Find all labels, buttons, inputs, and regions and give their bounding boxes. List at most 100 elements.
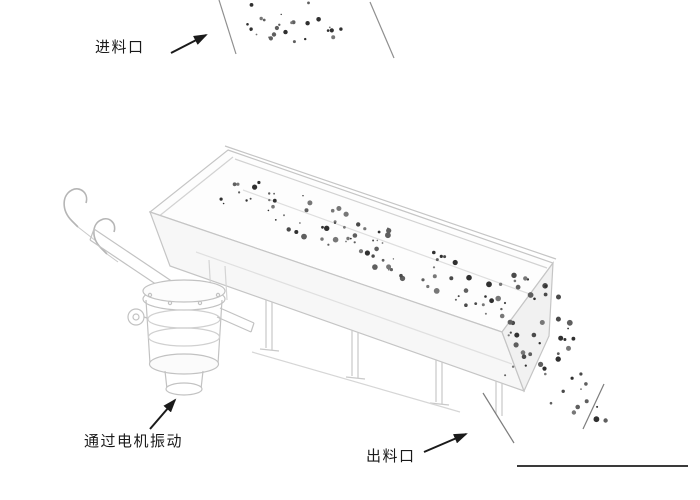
leg-1-foot xyxy=(259,348,280,352)
particle-dot xyxy=(567,327,569,330)
mount-beam-top xyxy=(93,228,177,285)
particle-dot xyxy=(498,282,503,286)
particle-dot xyxy=(504,374,507,377)
particle-dot xyxy=(484,312,487,315)
particle-dot xyxy=(271,204,275,209)
particle-dot xyxy=(353,241,356,244)
particle-dot xyxy=(495,295,502,302)
particle-dot xyxy=(584,382,588,386)
particle-dot xyxy=(575,404,580,410)
front-wall-stiffener xyxy=(195,251,513,365)
particle-dot xyxy=(481,303,485,307)
particle-dot xyxy=(544,284,548,288)
particle-dot xyxy=(521,354,527,360)
hook-hanger-line xyxy=(77,226,97,242)
particle-dot xyxy=(294,230,299,234)
particle-dot xyxy=(371,254,375,258)
particle-dot xyxy=(363,227,367,231)
particle-dot xyxy=(454,298,457,301)
motor-ring-1 xyxy=(147,309,221,329)
particle-dot xyxy=(292,40,296,44)
particle-dot xyxy=(245,199,248,202)
particle-dot xyxy=(593,416,600,423)
motor-side-cap-center xyxy=(132,313,140,321)
particle-dot xyxy=(435,258,439,262)
particle-dot xyxy=(484,295,487,298)
particle-dot xyxy=(219,197,223,201)
discharge-outlet-arrow-icon xyxy=(423,433,468,453)
particle-dot xyxy=(259,16,263,21)
particle-dot xyxy=(474,302,478,305)
trough-floor-junction xyxy=(242,189,539,298)
particle-dot xyxy=(432,266,436,269)
particle-dot xyxy=(386,264,392,270)
particle-dot xyxy=(509,331,512,334)
particle-dot xyxy=(433,288,440,294)
particle-dot xyxy=(507,319,513,325)
feed-inlet-label: 进料口 xyxy=(95,39,145,56)
particle-dot xyxy=(426,284,430,289)
bottom-rail xyxy=(251,351,461,413)
particle-dot xyxy=(307,200,313,206)
particle-dot xyxy=(538,361,544,367)
particle-dot xyxy=(252,184,258,190)
particle-dot xyxy=(268,192,271,195)
support-legs xyxy=(251,300,503,416)
particle-dot xyxy=(302,195,304,197)
particle-dot xyxy=(556,294,561,300)
hopper-right-wall-line xyxy=(369,1,395,59)
particle-dot xyxy=(555,356,561,362)
particle-dot xyxy=(421,278,425,282)
particle-dot xyxy=(304,37,307,41)
particle-dot xyxy=(286,227,291,232)
particle-dot xyxy=(299,222,301,224)
particle-dot xyxy=(331,35,336,40)
particle-dot xyxy=(274,25,279,31)
particle-dot xyxy=(386,228,392,234)
particle-dot xyxy=(330,208,335,213)
particle-dot xyxy=(570,376,574,380)
feed-inlet-arrow-icon xyxy=(170,34,208,54)
particle-dot xyxy=(524,364,527,367)
particle-dot xyxy=(321,225,324,229)
hopper-left-wall-line xyxy=(218,0,237,55)
particle-dot xyxy=(556,352,560,355)
particle-dot xyxy=(439,254,443,258)
hook-hanger-line-2 xyxy=(106,253,119,263)
particle-dot xyxy=(356,222,361,227)
particle-dot xyxy=(332,236,339,243)
feed-hopper xyxy=(218,0,395,59)
particle-dot xyxy=(274,219,277,221)
particle-dot xyxy=(542,366,547,371)
plate-bolt-2 xyxy=(215,292,221,298)
particle-dot xyxy=(272,198,277,203)
particle-dot xyxy=(511,272,517,278)
particle-dot xyxy=(603,418,608,423)
particle-dot xyxy=(520,350,526,355)
particle-dot xyxy=(301,233,307,240)
particle-dot xyxy=(372,239,375,242)
particle-dot xyxy=(463,288,469,293)
particle-dot xyxy=(316,17,321,22)
particle-dot xyxy=(268,36,273,41)
particle-dot xyxy=(307,1,310,5)
particle-dot xyxy=(538,342,541,345)
particle-dot xyxy=(511,365,515,368)
particle-dot xyxy=(381,258,385,262)
trough-discharge-end-panel xyxy=(501,261,554,393)
particle-dot xyxy=(571,336,576,341)
motor-hub-left xyxy=(164,370,168,390)
particle-dot xyxy=(304,208,309,213)
feeder-trough xyxy=(148,145,557,393)
particle-dot xyxy=(343,211,349,217)
particle-dot xyxy=(283,29,288,35)
motor-bracket-top xyxy=(219,307,255,324)
particle-dot xyxy=(543,292,548,297)
motor-side-cap xyxy=(127,308,145,326)
particle-dot xyxy=(271,32,277,37)
particle-dot xyxy=(580,388,582,390)
particle-dot xyxy=(326,29,330,32)
discharge-hopper-right-line xyxy=(582,383,605,430)
particle-dot xyxy=(563,338,567,341)
